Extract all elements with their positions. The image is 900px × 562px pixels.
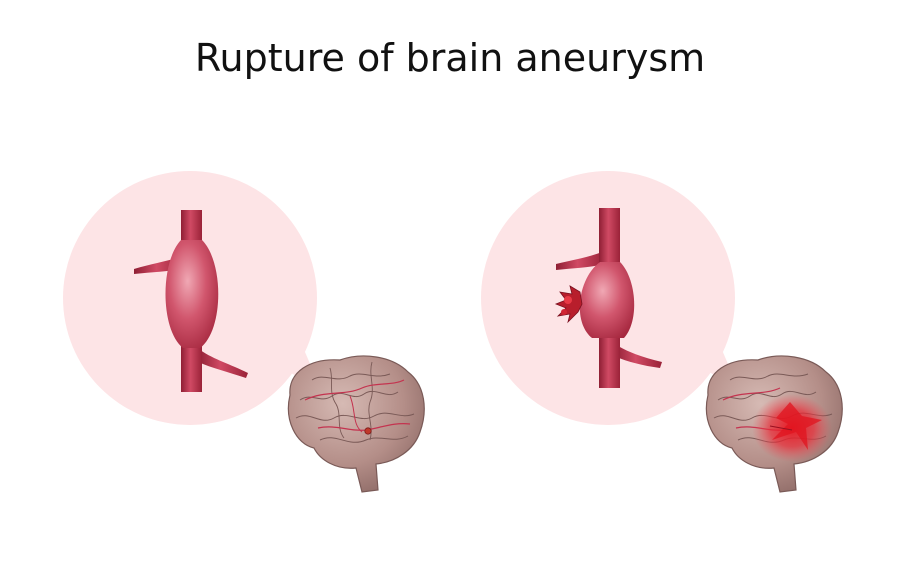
brain-hemorrhage-icon <box>705 355 843 493</box>
vessel-bulge-icon <box>134 210 248 392</box>
panel-ruptured-aneurysm <box>481 171 843 493</box>
brain-intact-icon <box>287 355 425 493</box>
rupture-burst-icon <box>554 285 583 324</box>
diagram-title: Rupture of brain aneurysm <box>194 36 706 80</box>
panel-intact-aneurysm <box>63 171 425 493</box>
aneurysm-marker <box>364 427 372 435</box>
vessel-rupture-icon <box>554 208 662 388</box>
